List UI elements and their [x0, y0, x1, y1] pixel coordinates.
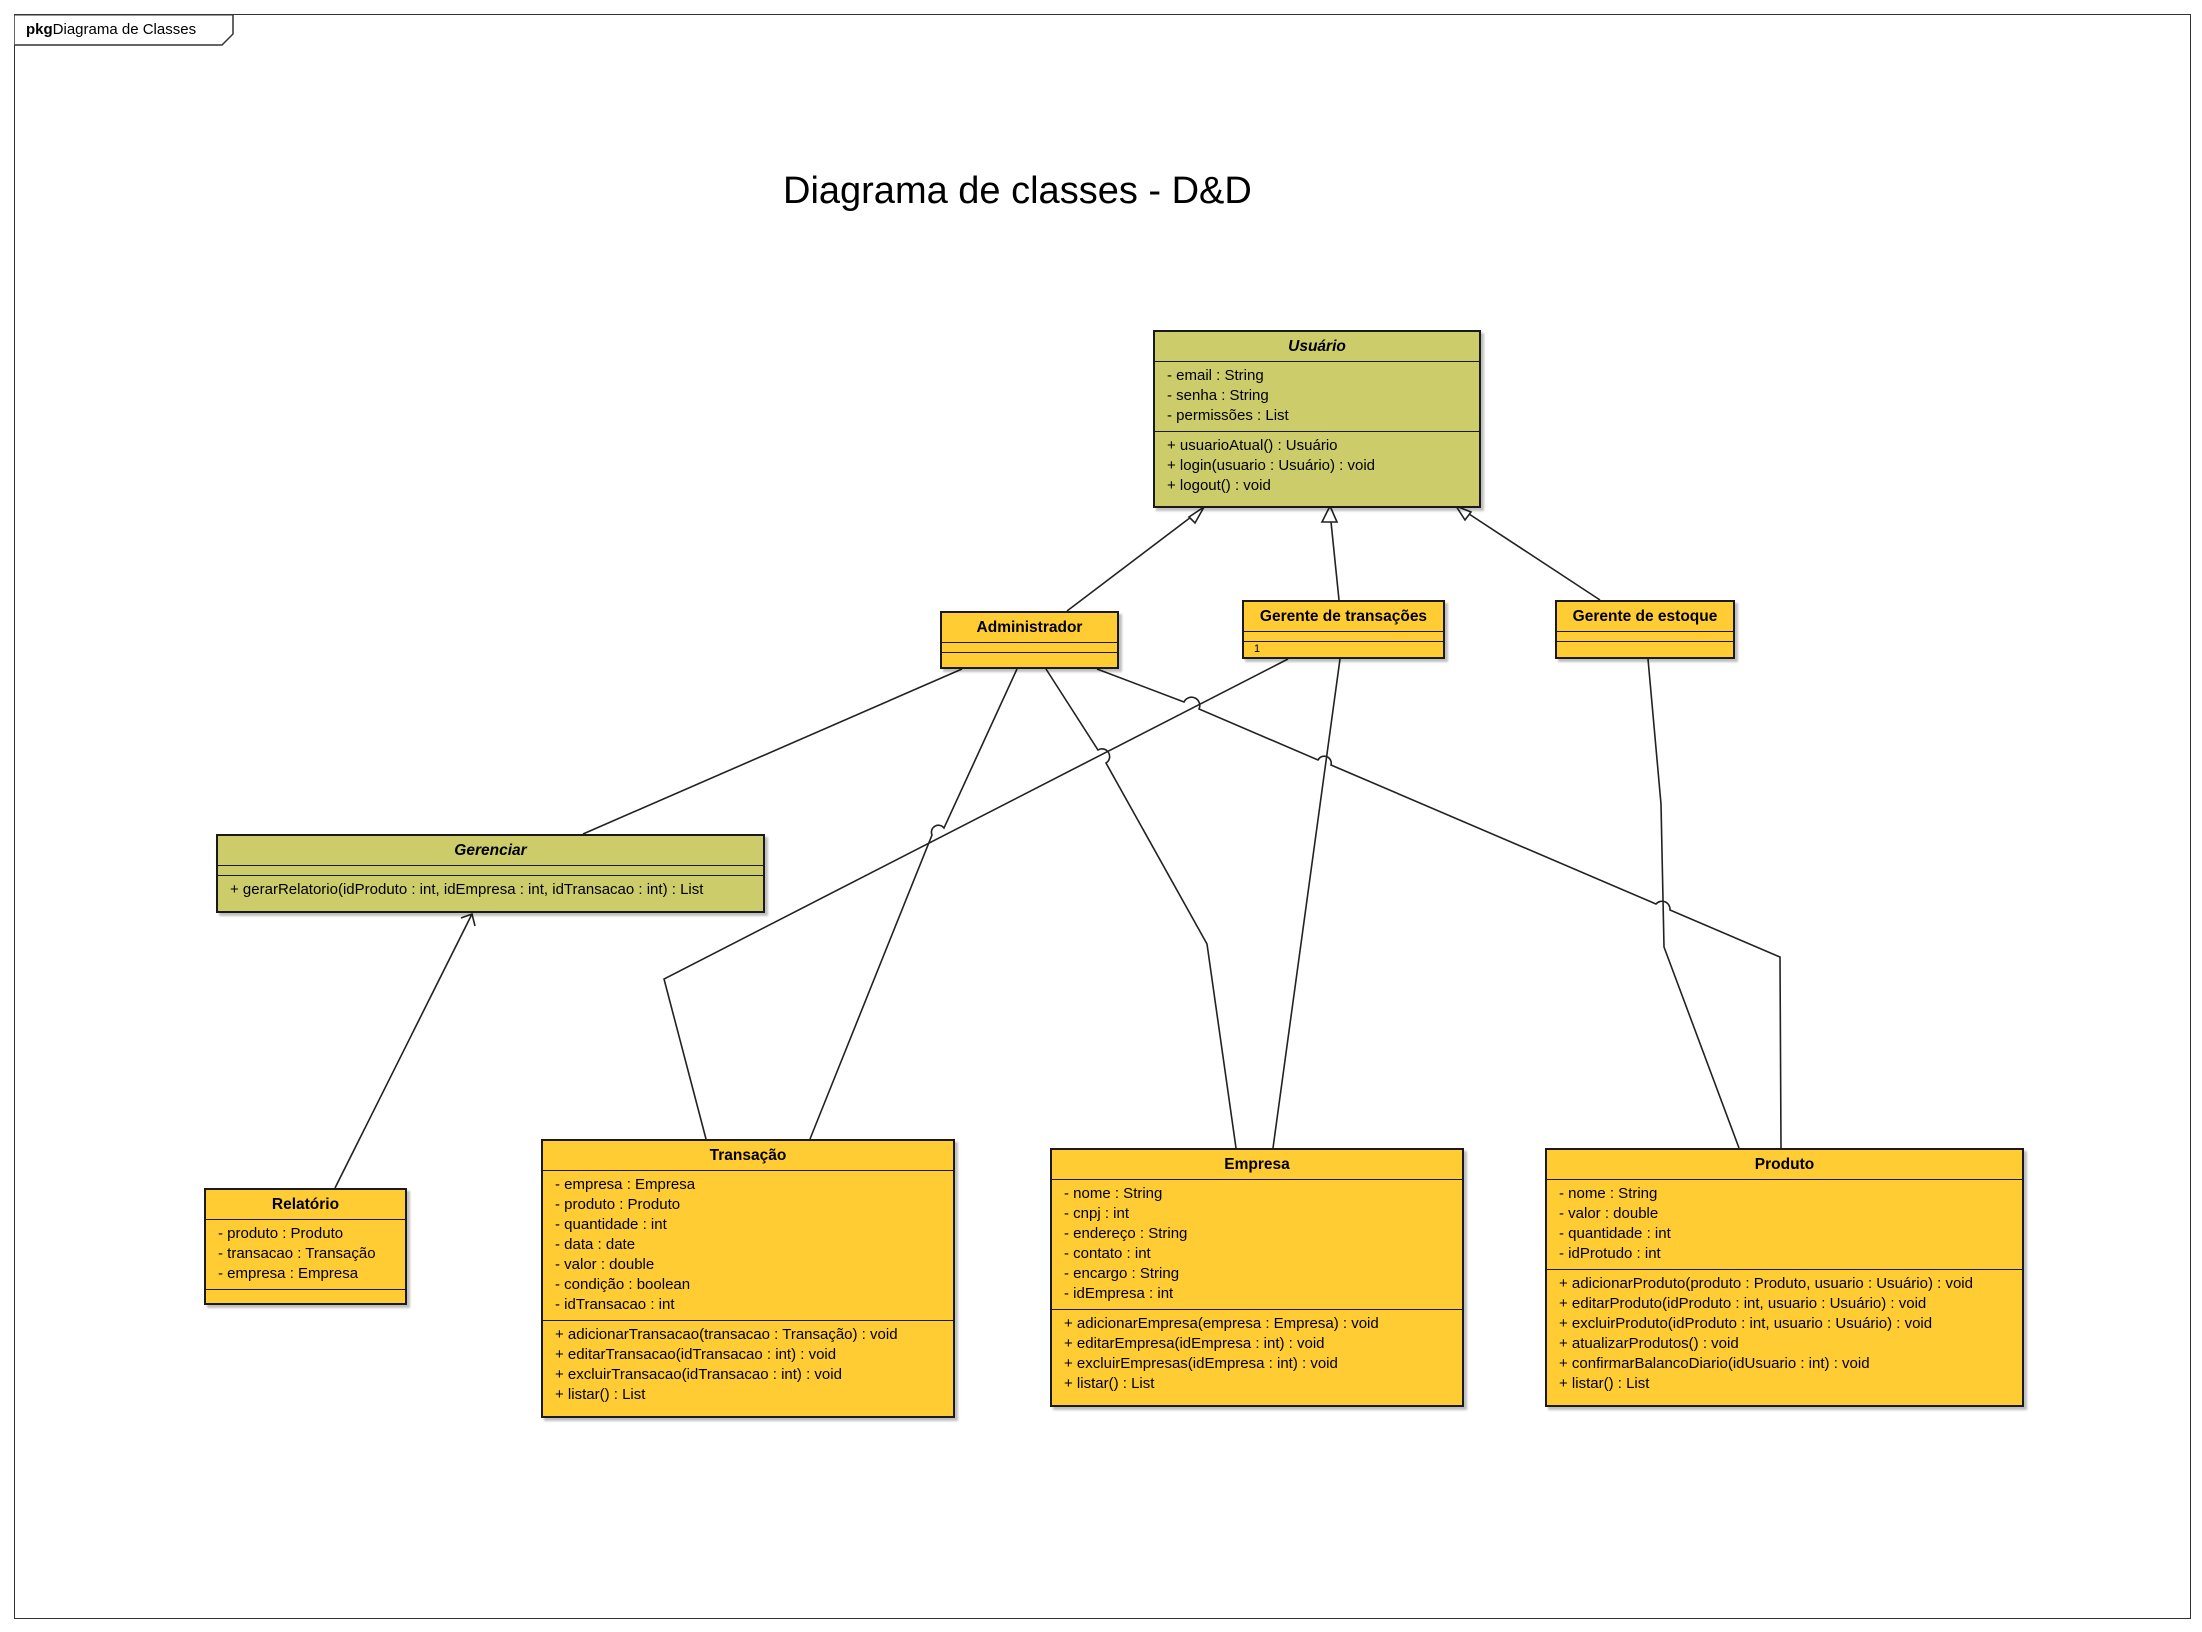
attribute: - data : date	[555, 1236, 636, 1253]
operation: + gerarRelatorio(idProduto : int, idEmpr…	[230, 881, 704, 898]
diagram-title: Diagrama de classes - D&D	[783, 170, 1252, 212]
operations-compartment	[1557, 642, 1733, 651]
attributes-compartment: - email : String - senha : String - perm…	[1155, 362, 1479, 432]
class-gerente-transacoes[interactable]: Gerente de transações 1	[1242, 600, 1445, 659]
assoc-admin-gerenciar	[582, 668, 963, 835]
class-empresa[interactable]: Empresa - nome : String - cnpj : int - e…	[1050, 1148, 1464, 1407]
generalization-administrador	[1066, 513, 1196, 612]
attribute: - endereço : String	[1064, 1225, 1188, 1242]
class-gerente-estoque[interactable]: Gerente de estoque	[1555, 600, 1735, 659]
class-name: Gerenciar	[218, 836, 763, 866]
generalization-arrowhead-1	[1187, 506, 1205, 525]
assoc-gerente-transacao	[663, 658, 1289, 1140]
attribute: - produto : Produto	[218, 1225, 344, 1242]
attribute: - email : String	[1167, 367, 1264, 384]
attribute: - valor : double	[1559, 1205, 1659, 1222]
attribute: - quantidade : int	[555, 1216, 667, 1233]
attributes-compartment: - produto : Produto - transacao : Transa…	[206, 1220, 405, 1290]
attribute: - idEmpresa : int	[1064, 1285, 1174, 1302]
class-name: Gerente de estoque	[1557, 602, 1733, 632]
attribute: - transacao : Transação	[218, 1245, 376, 1262]
attribute: - cnpj : int	[1064, 1205, 1130, 1222]
dependency-arrowhead	[460, 912, 476, 927]
operation: + atualizarProdutos() : void	[1559, 1335, 1739, 1352]
operation: + editarTransacao(idTransacao : int) : v…	[555, 1346, 837, 1363]
operations-compartment: + usuarioAtual() : Usuário + login(usuar…	[1155, 432, 1479, 501]
operation: + confirmarBalancoDiario(idUsuario : int…	[1559, 1355, 1870, 1372]
attribute: - permissões : List	[1167, 407, 1289, 424]
operation: + login(usuario : Usuário) : void	[1167, 457, 1376, 474]
attributes-compartment	[218, 866, 763, 876]
attribute: - empresa : Empresa	[555, 1176, 696, 1193]
operation: + editarEmpresa(idEmpresa : int) : void	[1064, 1335, 1325, 1352]
class-produto[interactable]: Produto - nome : String - valor : double…	[1545, 1148, 2024, 1407]
attribute: - idProtudo : int	[1559, 1245, 1661, 1262]
attribute: - condição : boolean	[555, 1276, 691, 1293]
attribute: - quantidade : int	[1559, 1225, 1671, 1242]
operation: + excluirProduto(idProduto : int, usuari…	[1559, 1315, 1933, 1332]
class-transacao[interactable]: Transação - empresa : Empresa - produto …	[541, 1139, 955, 1418]
operations-compartment: + gerarRelatorio(idProduto : int, idEmpr…	[218, 876, 763, 905]
attribute: - produto : Produto	[555, 1196, 681, 1213]
class-name: Administrador	[942, 613, 1117, 643]
class-relatorio[interactable]: Relatório - produto : Produto - transaca…	[204, 1188, 407, 1305]
attributes-compartment: - empresa : Empresa - produto : Produto …	[543, 1171, 953, 1321]
operation: + editarProduto(idProduto : int, usuario…	[1559, 1295, 1927, 1312]
assoc-admin-transacao	[809, 668, 1018, 1140]
generalization-arrowhead-3	[1453, 504, 1473, 522]
attributes-compartment: - nome : String - valor : double - quant…	[1547, 1180, 2022, 1270]
attributes-compartment	[942, 643, 1117, 653]
operations-compartment: 1	[1244, 642, 1443, 655]
generalization-gerente-estoque	[1465, 511, 1601, 601]
operations-compartment	[942, 653, 1117, 662]
assoc-estoque-produto	[1647, 658, 1740, 1149]
operation: + usuarioAtual() : Usuário	[1167, 437, 1338, 454]
attributes-compartment: - nome : String - cnpj : int - endereço …	[1052, 1180, 1462, 1310]
class-usuario[interactable]: Usuário - email : String - senha : Strin…	[1153, 330, 1481, 508]
class-gerenciar[interactable]: Gerenciar + gerarRelatorio(idProduto : i…	[216, 834, 765, 913]
package-keyword: pkg	[26, 21, 53, 38]
attributes-compartment	[1244, 632, 1443, 642]
operations-compartment	[206, 1290, 405, 1299]
generalization-gerente-transacoes	[1329, 511, 1340, 601]
generalization-arrowhead-2	[1320, 504, 1339, 523]
dependency-relatorio-gerenciar	[334, 913, 473, 1189]
class-name: Empresa	[1052, 1150, 1462, 1180]
class-name: Relatório	[206, 1190, 405, 1220]
attribute: - nome : String	[1064, 1185, 1163, 1202]
operation: + excluirEmpresas(idEmpresa : int) : voi…	[1064, 1355, 1338, 1372]
attribute: - idTransacao : int	[555, 1296, 675, 1313]
operation: + logout() : void	[1167, 477, 1271, 494]
class-name: Usuário	[1155, 332, 1479, 362]
attribute: - empresa : Empresa	[218, 1265, 359, 1282]
operations-compartment: + adicionarProduto(produto : Produto, us…	[1547, 1270, 2022, 1399]
class-name: Produto	[1547, 1150, 2022, 1180]
class-administrador[interactable]: Administrador	[940, 611, 1119, 669]
operation: + adicionarTransacao(transacao : Transaç…	[555, 1326, 898, 1343]
class-name: Transação	[543, 1141, 953, 1171]
operation: + listar() : List	[1064, 1375, 1155, 1392]
operation: + listar() : List	[1559, 1375, 1650, 1392]
operation: + excluirTransacao(idTransacao : int) : …	[555, 1366, 842, 1383]
operation: + adicionarEmpresa(empresa : Empresa) : …	[1064, 1315, 1379, 1332]
operation: + listar() : List	[555, 1386, 646, 1403]
attribute: - nome : String	[1559, 1185, 1658, 1202]
assoc-gerente-empresa	[1272, 658, 1341, 1149]
attribute: - senha : String	[1167, 387, 1269, 404]
assoc-admin-produto	[1096, 668, 1782, 1149]
package-name: Diagrama de Classes	[52, 21, 197, 38]
assoc-admin-empresa	[1045, 668, 1237, 1149]
package-frame	[14, 14, 2191, 1619]
operation: + adicionarProduto(produto : Produto, us…	[1559, 1275, 1973, 1292]
attributes-compartment	[1557, 632, 1733, 642]
operations-compartment: + adicionarTransacao(transacao : Transaç…	[543, 1321, 953, 1410]
attribute: - encargo : String	[1064, 1265, 1180, 1282]
multiplicity-label: 1	[1254, 643, 1261, 655]
attribute: - contato : int	[1064, 1245, 1151, 1262]
operations-compartment: + adicionarEmpresa(empresa : Empresa) : …	[1052, 1310, 1462, 1399]
class-name: Gerente de transações	[1244, 602, 1443, 632]
attribute: - valor : double	[555, 1256, 655, 1273]
